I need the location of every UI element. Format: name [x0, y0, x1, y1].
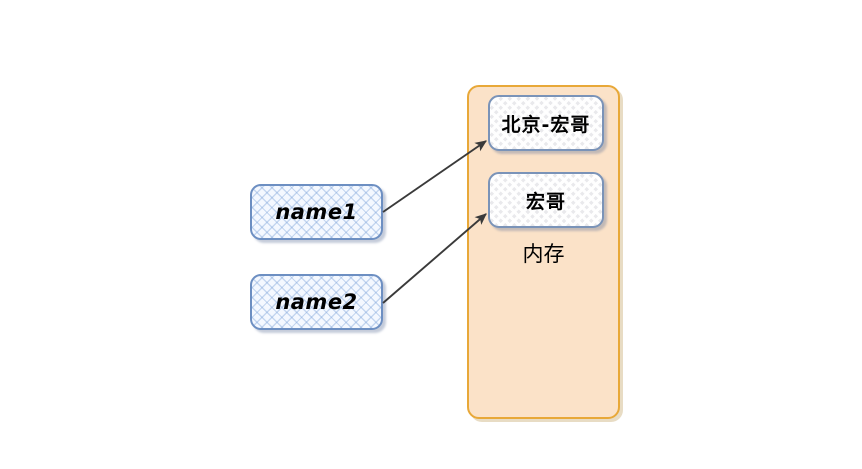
- memory-region-caption: 内存: [522, 242, 565, 266]
- memory-value-box-beijing-honge[interactable]: 北京-宏哥: [488, 95, 604, 151]
- variable-box-name1[interactable]: name1: [250, 184, 383, 240]
- memory-value-box-honge[interactable]: 宏哥: [488, 172, 604, 228]
- variable-label-name1: name1: [275, 200, 358, 224]
- variable-box-name2[interactable]: name2: [250, 274, 383, 330]
- variable-label-name2: name2: [275, 290, 358, 314]
- memory-value-label-honge: 宏哥: [525, 190, 566, 213]
- memory-value-label-beijing-honge: 北京-宏哥: [501, 113, 591, 136]
